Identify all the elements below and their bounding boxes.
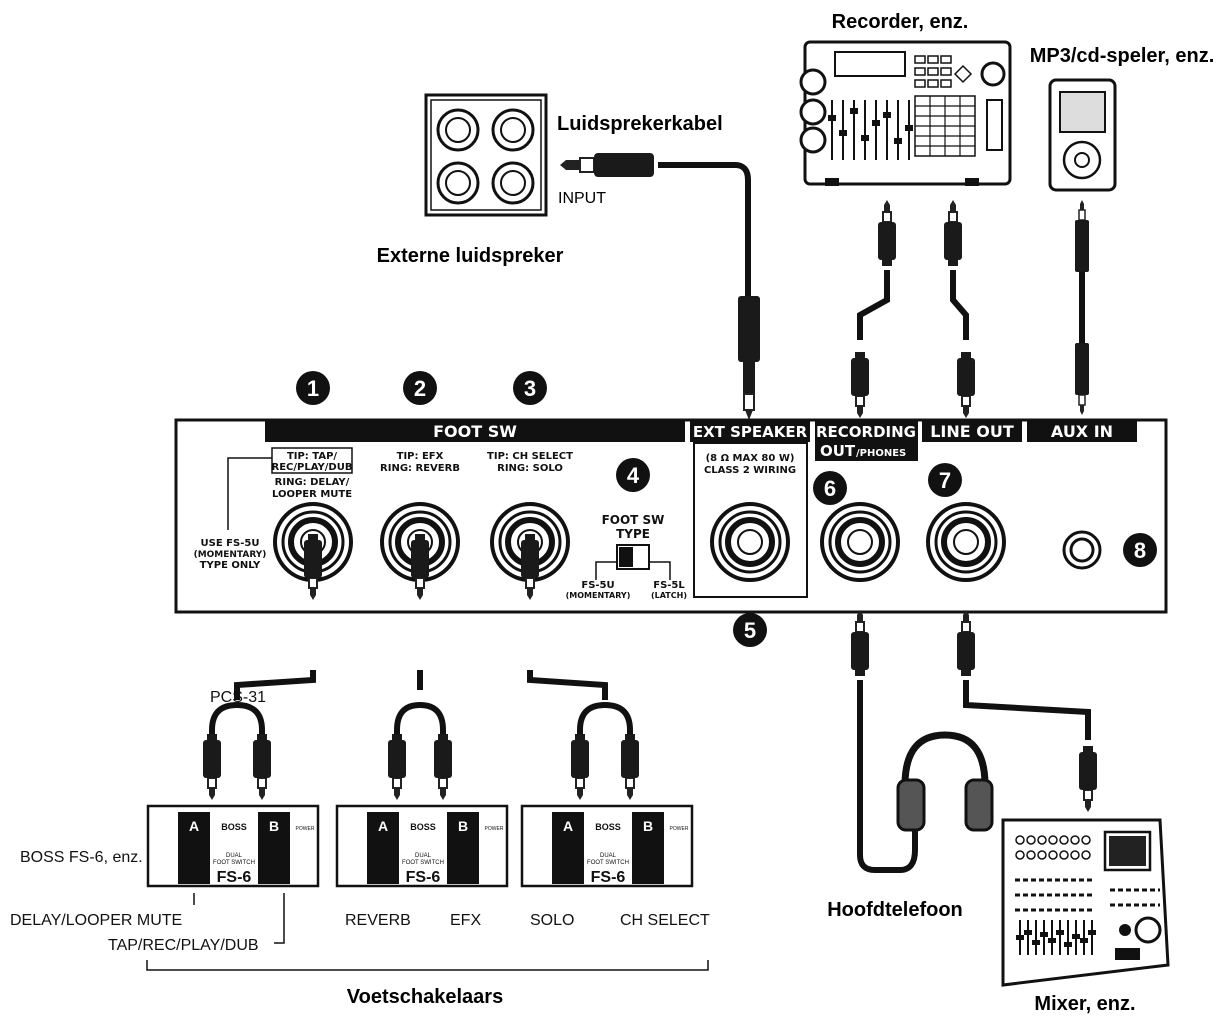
speaker-cable-label: Luidsprekerkabel bbox=[557, 113, 723, 135]
pedal1-power: POWER bbox=[296, 826, 315, 832]
mixer-label: Mixer, enz. bbox=[1034, 993, 1135, 1015]
external-speaker bbox=[424, 93, 548, 217]
jack3-ring: RING: SOLO bbox=[497, 463, 563, 474]
jack1-tip: TIP: TAP/ bbox=[287, 451, 337, 462]
footswitch-cables bbox=[209, 670, 633, 745]
switch-title-1: FOOT SW bbox=[602, 513, 665, 527]
pedal3-a: A bbox=[563, 818, 573, 834]
foot-sw-type-switch bbox=[595, 544, 671, 580]
ch-select-label: CH SELECT bbox=[620, 912, 710, 929]
mp3-player bbox=[1048, 78, 1117, 192]
pedal3-footswitch: FOOT SWITCH bbox=[587, 860, 629, 866]
pedal2-dual: DUAL bbox=[415, 853, 432, 859]
momentary-label: (MOMENTARY) bbox=[566, 591, 631, 600]
badge-3: 3 bbox=[524, 376, 536, 401]
ext-spec-1: (8 Ω MAX 80 W) bbox=[706, 453, 795, 464]
aux-in-header: AUX IN bbox=[1051, 422, 1113, 441]
ext-speaker-header: EXT SPEAKER bbox=[693, 423, 808, 441]
foot-sw-header: FOOT SW bbox=[433, 422, 517, 441]
pedal1-footswitch: FOOT SWITCH bbox=[213, 860, 255, 866]
jack3-tip: TIP: CH SELECT bbox=[487, 451, 573, 462]
pedal1-model: FS-6 bbox=[217, 869, 252, 886]
reverb-label: REVERB bbox=[345, 912, 411, 929]
pedal3-dual: DUAL bbox=[600, 853, 617, 859]
mixer-cable bbox=[956, 609, 1098, 813]
headphones bbox=[850, 609, 994, 873]
delay-looper-label: DELAY/LOOPER MUTE bbox=[10, 912, 182, 929]
pedal2-model: FS-6 bbox=[406, 869, 441, 886]
aux-in-jack bbox=[1062, 530, 1102, 570]
use-fs5u-3: TYPE ONLY bbox=[200, 560, 261, 571]
recorder-cable bbox=[850, 199, 976, 419]
foot-sw-header-bar bbox=[265, 419, 685, 442]
fs5u-label: FS-5U bbox=[581, 580, 614, 591]
recording-header-line2: OUT bbox=[820, 442, 856, 460]
aux-cable bbox=[1075, 200, 1089, 415]
line-out-header: LINE OUT bbox=[930, 422, 1014, 441]
pedal3-b: B bbox=[643, 818, 653, 834]
recorder-device bbox=[799, 40, 1012, 186]
badge-8: 8 bbox=[1134, 538, 1146, 563]
efx-label: EFX bbox=[450, 912, 481, 929]
fs6-pedal-1 bbox=[146, 804, 320, 888]
pedal3-power: POWER bbox=[670, 826, 689, 832]
badge-2: 2 bbox=[414, 376, 426, 401]
jack1-tip-2: REC/PLAY/DUB bbox=[272, 462, 353, 473]
latch-label: (LATCH) bbox=[651, 591, 687, 600]
pedal2-b: B bbox=[458, 818, 468, 834]
recording-header-line1: RECORDING bbox=[816, 423, 916, 441]
use-fs5u-1: USE FS-5U bbox=[201, 538, 260, 549]
fs6-pedal-3 bbox=[520, 804, 694, 888]
pedal1-dual: DUAL bbox=[226, 853, 243, 859]
pedal2-footswitch: FOOT SWITCH bbox=[402, 860, 444, 866]
headphones-label: Hoofdtelefoon bbox=[827, 899, 963, 921]
amp-rear-panel bbox=[174, 418, 1168, 614]
jack1-ring: RING: DELAY/ bbox=[275, 477, 350, 488]
badge-numbers: 1 2 3 4 5 6 7 8 bbox=[307, 376, 1146, 643]
tap-rec-label: TAP/REC/PLAY/DUB bbox=[108, 937, 259, 954]
badge-6: 6 bbox=[824, 476, 836, 501]
use-fs5u-2: (MOMENTARY) bbox=[194, 550, 267, 560]
pedal1-b: B bbox=[269, 818, 279, 834]
fs6-pedal-2 bbox=[335, 804, 509, 888]
badge-1: 1 bbox=[307, 376, 319, 401]
jack1-ring-2: LOOPER MUTE bbox=[272, 489, 352, 500]
solo-label: SOLO bbox=[530, 912, 574, 929]
jack2-tip: TIP: EFX bbox=[397, 451, 444, 462]
mixer-device bbox=[1001, 818, 1170, 987]
recording-header-phones: /PHONES bbox=[856, 448, 906, 459]
pedal1-a: A bbox=[189, 818, 199, 834]
fs5l-label: FS-5L bbox=[653, 580, 685, 591]
pedal1-brand: BOSS bbox=[221, 822, 247, 832]
badge-4: 4 bbox=[627, 463, 640, 488]
pcs31-label: PCS-31 bbox=[210, 689, 266, 706]
ext-spec-2: CLASS 2 WIRING bbox=[704, 465, 796, 476]
pedal2-power: POWER bbox=[485, 826, 504, 832]
callout-badges bbox=[296, 371, 1157, 647]
mp3-player-label: MP3/cd-speler, enz. bbox=[1030, 45, 1215, 67]
footswitches-label: Voetschakelaars bbox=[347, 986, 503, 1008]
pedal2-a: A bbox=[378, 818, 388, 834]
recorder-label: Recorder, enz. bbox=[832, 11, 969, 33]
pedal2-brand: BOSS bbox=[410, 822, 436, 832]
input-label: INPUT bbox=[558, 190, 606, 207]
external-speaker-label: Externe luidspreker bbox=[377, 245, 564, 267]
badge-5: 5 bbox=[744, 618, 756, 643]
speaker-cable bbox=[560, 153, 760, 420]
jack2-ring: RING: REVERB bbox=[380, 463, 460, 474]
switch-title-2: TYPE bbox=[616, 527, 650, 541]
pedal3-brand: BOSS bbox=[595, 822, 621, 832]
badge-7: 7 bbox=[939, 468, 951, 493]
boss-fs6-label: BOSS FS-6, enz. bbox=[20, 849, 143, 866]
pedal3-model: FS-6 bbox=[591, 869, 626, 886]
